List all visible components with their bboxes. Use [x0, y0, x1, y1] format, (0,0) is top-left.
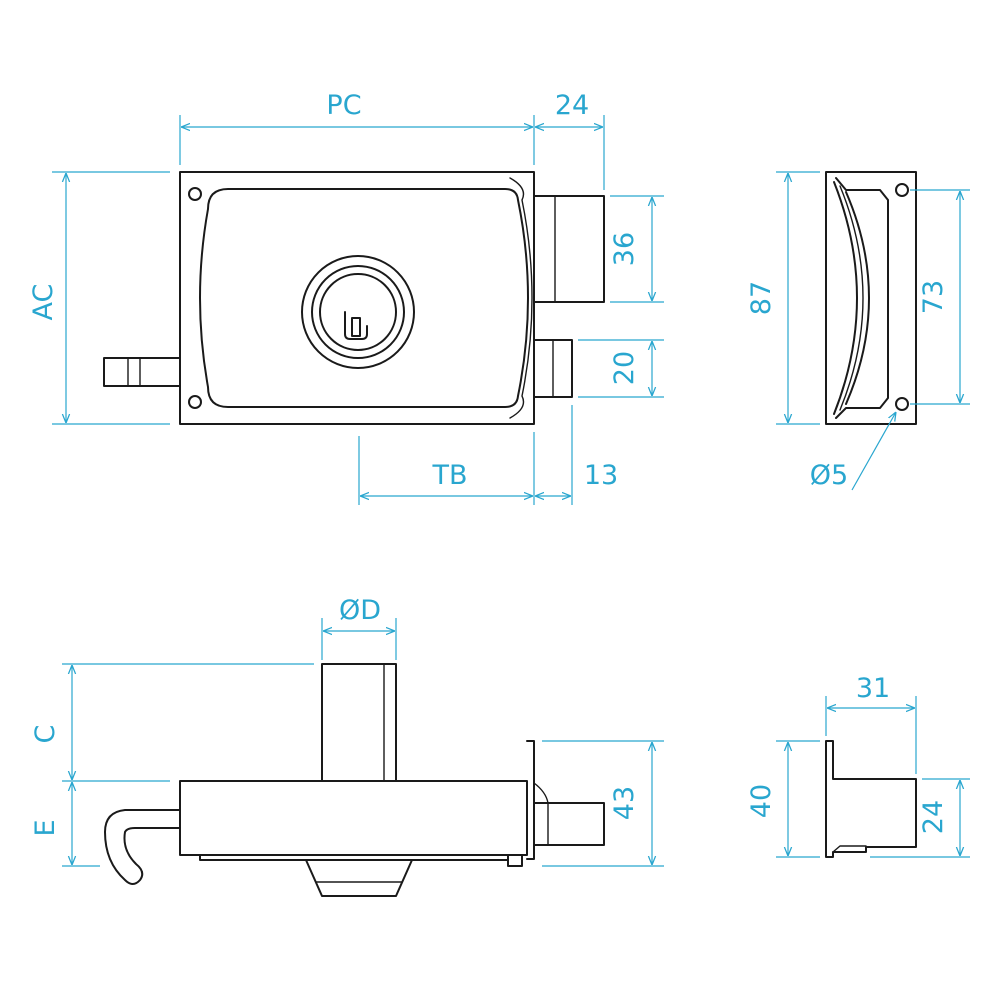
faceplate-curve-mid: [839, 185, 864, 411]
body-offset-label: E: [30, 819, 61, 836]
cylinder-ring: [311, 265, 405, 359]
faceplate-curve-outer: [833, 181, 858, 415]
side-view: [825, 171, 917, 425]
keeper-tab: [103, 357, 181, 387]
keyway-slot: [351, 317, 361, 337]
faceplate-curve-inner: [845, 191, 870, 405]
case-base-tab: [507, 855, 523, 867]
screw-hole-top-left: [188, 187, 202, 201]
deadbolt: [533, 195, 605, 303]
keeper-hook: [104, 809, 181, 885]
hole-diameter-label: Ø5: [810, 460, 848, 491]
cylinder-diameter-label: ØD: [339, 595, 381, 626]
hole-spacing-label: 73: [918, 280, 949, 314]
rosette-profile: [305, 859, 413, 897]
mounting-hole-top: [895, 183, 909, 197]
latch-projection-label: 13: [584, 460, 618, 491]
backset-label: TB: [431, 460, 467, 491]
height-label: AC: [28, 284, 59, 321]
latch-height-label: 20: [609, 351, 640, 385]
end-view-dimensions: 31 40 24: [746, 673, 970, 858]
leader-hole-diameter: [851, 412, 896, 491]
front-view-dimensions: PC 24 AC 36 20 TB 13: [28, 90, 664, 505]
cylinder-body: [321, 663, 397, 782]
end-inner-height-label: 24: [918, 800, 949, 834]
end-profile: [825, 740, 917, 858]
width-label: PC: [326, 90, 361, 121]
screw-hole-bottom-left: [188, 395, 202, 409]
cover-plate: [199, 188, 529, 408]
top-view-dimensions: ØD C E 43: [30, 595, 664, 867]
front-plate: [526, 740, 535, 860]
depth-label: 43: [609, 786, 640, 820]
cylinder-rosette: [301, 255, 415, 369]
top-view: [104, 663, 605, 897]
mounting-hole-bottom: [895, 397, 909, 411]
end-width-label: 31: [856, 673, 890, 704]
end-profile-foot: [832, 845, 867, 853]
front-plate-bend: [533, 782, 549, 804]
keyhole: [344, 311, 368, 340]
side-view-dimensions: 87 73 Ø5: [746, 171, 970, 491]
side-height-label: 87: [746, 281, 777, 315]
bolt-projection-label: 24: [555, 90, 589, 121]
faceplate-bevel: [835, 177, 889, 419]
case-base-strip: [199, 854, 509, 861]
end-view: [825, 740, 917, 858]
end-height-label: 40: [746, 784, 777, 818]
lock-case: [179, 780, 528, 856]
lock-body-outline: [179, 171, 535, 425]
cover-plate-edge: [509, 177, 533, 419]
faceplate-outline: [825, 171, 917, 425]
bolt-height-label: 36: [609, 232, 640, 266]
cylinder-plug: [319, 273, 397, 351]
cylinder-length-label: C: [30, 725, 61, 744]
front-view: [103, 171, 605, 425]
bolt-top-view: [533, 802, 605, 846]
